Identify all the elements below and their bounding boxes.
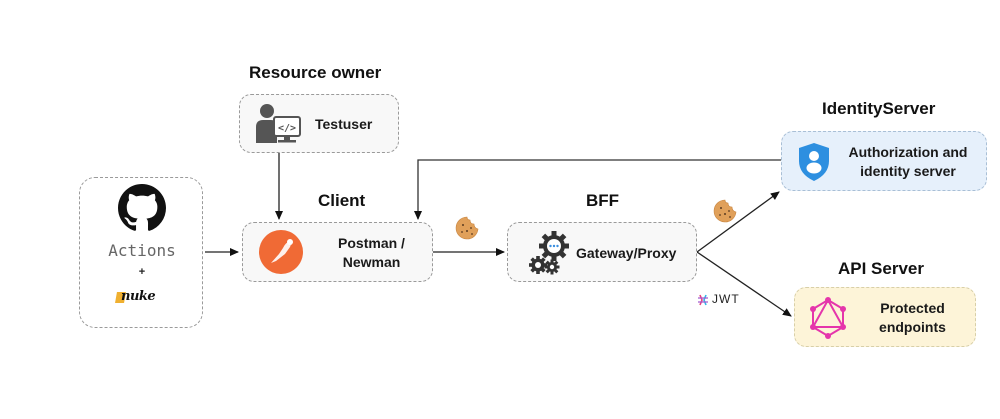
cookie-icon [455,216,479,240]
client-node[interactable]: Postman / Newman [242,222,433,282]
api-server-label: Protected endpoints [879,300,946,335]
gears-icon [529,231,569,275]
cookie-icon [713,199,737,223]
svg-text:</>: </> [278,123,296,134]
postman-icon [259,230,303,274]
jwt-label: JWT [712,292,740,306]
edge-bff-to-identity [696,191,780,253]
identityserver-label: Authorization and identity server [848,144,968,179]
bff-heading: BFF [586,191,620,210]
resource-owner-heading: Resource owner [249,63,382,82]
developer-user-icon: </> [256,104,301,143]
resource-owner-label: Testuser [315,116,373,132]
bff-label: Gateway/Proxy [576,245,677,261]
github-icon [118,184,166,231]
ci-node[interactable]: Actions + nuke [79,177,203,328]
bff-node[interactable]: Gateway/Proxy [507,222,697,282]
actions-label: Actions [108,241,176,260]
client-heading: Client [318,191,366,210]
edge-bff-to-api [696,251,792,317]
shield-user-icon [799,143,829,181]
plus-sign: + [138,266,146,278]
identityserver-node[interactable]: Authorization and identity server [781,131,987,191]
client-label: Postman / Newman [338,235,405,270]
api-server-node[interactable]: Protected endpoints [794,287,976,347]
identityserver-heading: IdentityServer [822,99,936,118]
graphql-icon [810,297,846,339]
api-server-heading: API Server [838,259,924,278]
jwt-icon [698,294,708,306]
nuke-logo: nuke [115,289,162,305]
edge-identity-to-client [414,159,781,220]
resource-owner-node[interactable]: </> Testuser [239,94,399,153]
